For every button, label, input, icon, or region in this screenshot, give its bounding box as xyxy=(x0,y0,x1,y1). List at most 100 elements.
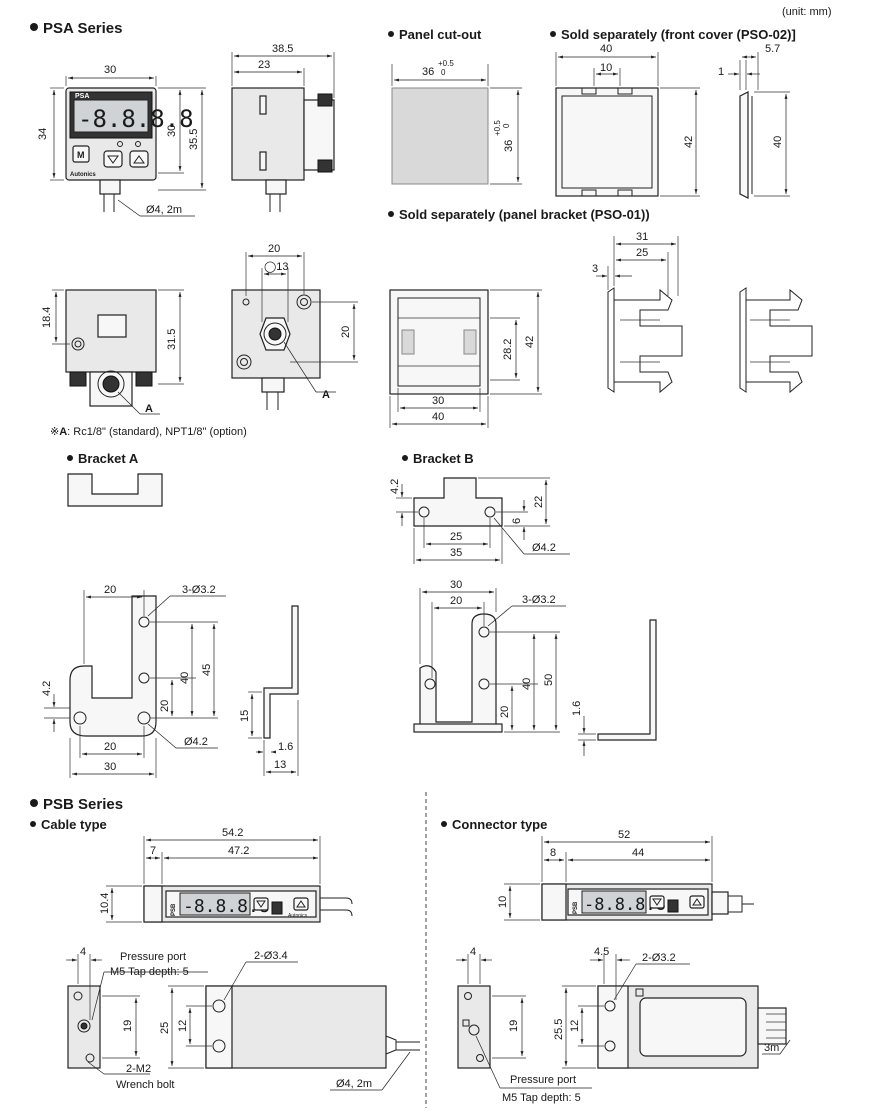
bracket-b: 4.2 22 6 25 35 Ø4.2 xyxy=(389,477,657,756)
hole-icon xyxy=(212,1039,226,1053)
front-cover-view: 40 10 42 5.7 1 40 xyxy=(555,43,790,199)
psb-conn-cap xyxy=(541,883,567,921)
dim-mount-height: 20 xyxy=(340,326,352,338)
up-triangle-icon xyxy=(296,900,306,908)
psa-up-button[interactable] xyxy=(129,150,149,168)
dim-bb-h3: 20 xyxy=(499,706,511,718)
hole-icon xyxy=(484,506,496,518)
bullet-icon xyxy=(67,454,73,461)
dim-bb-top-w1: 25 xyxy=(450,531,462,543)
hole-icon xyxy=(418,506,430,518)
psb-connector-side: 4 19 Pressure port M5 Tap depth: 5 xyxy=(456,946,592,1104)
psa-mode-button-label: M xyxy=(77,150,85,160)
hole-icon xyxy=(424,678,436,690)
bracket-b-side-profile xyxy=(597,619,657,741)
dim-psb-k-bh2: 12 xyxy=(569,1020,581,1032)
psa-side-port-block xyxy=(303,99,335,171)
front-cover-heading: Sold separately (front cover (PSO-02)] xyxy=(550,27,796,42)
dim-ba-side-w: 13 xyxy=(274,759,286,771)
leader-line xyxy=(87,1061,105,1075)
dim-cover-tab: 10 xyxy=(600,62,612,74)
dim-psb-c-body: 47.2 xyxy=(228,845,249,857)
down-triangle-icon xyxy=(256,900,266,908)
port-icon xyxy=(102,375,120,393)
dim-cutout-tol: +0.5 xyxy=(438,59,454,68)
cover-tab xyxy=(581,189,597,197)
psb-conn-down-button[interactable] xyxy=(649,895,665,909)
pin-icon xyxy=(635,988,644,997)
dim-ba-width: 20 xyxy=(104,584,116,596)
dim-cover-side-width: 5.7 xyxy=(765,43,780,55)
psb-conn-side-label: PSB xyxy=(573,901,579,914)
dim-ba-offset: 4.2 xyxy=(41,681,53,696)
down-triangle-icon xyxy=(107,155,119,164)
leader-line xyxy=(223,961,247,1001)
psb-cable-cap xyxy=(143,885,163,923)
bracket-a-top-profile xyxy=(67,473,163,507)
hole-icon xyxy=(73,711,87,725)
dim-bracket-w1: 30 xyxy=(432,395,444,407)
psb-cable-top: 2-Ø3.4 25 12 Ø4, 2m xyxy=(159,950,420,1091)
psa-side-body xyxy=(231,87,305,181)
screw-icon xyxy=(242,298,250,306)
dim-psb-k-body: 44 xyxy=(632,847,644,859)
psa-model-label: PSA xyxy=(75,93,89,100)
psa-side-gland xyxy=(265,179,287,195)
psb-conn-mode-button[interactable] xyxy=(667,899,679,913)
psb-cable-side: 4 Pressure port M5 Tap depth: 5 19 2-M2 … xyxy=(66,946,208,1091)
panel-bracket-view: 28.2 42 30 40 31 25 xyxy=(389,231,813,428)
dim-psb-k-total: 52 xyxy=(618,829,630,841)
psb-side-label: PSB xyxy=(171,903,177,916)
bracket-b-front xyxy=(419,613,497,731)
dim-cover-width: 40 xyxy=(600,43,612,55)
bullet-icon xyxy=(30,820,36,827)
leader-line xyxy=(381,1051,411,1091)
leader-line xyxy=(91,971,105,1021)
port-icon xyxy=(80,1022,88,1030)
psb-up-button[interactable] xyxy=(293,897,309,911)
bolt-icon xyxy=(85,1053,95,1063)
psa-front-view: PSA -8.8.8.8 M Autonics 30 34 xyxy=(37,64,206,217)
panel-cutout-heading: Panel cut-out xyxy=(388,27,481,42)
dim-psb-c-sh: 19 xyxy=(122,1020,134,1032)
psb-down-button[interactable] xyxy=(253,897,269,911)
port-icon xyxy=(97,370,125,398)
psa-down-button[interactable] xyxy=(103,150,123,168)
dim-cutout-height: 36 xyxy=(503,140,515,152)
psb-conn-lcd-digits: -8.8.8.8 xyxy=(584,895,666,915)
bullet-icon xyxy=(30,23,38,32)
screw-icon xyxy=(71,337,85,351)
bracket-side-profile xyxy=(607,287,683,394)
dim-bb-w2: 20 xyxy=(450,595,462,607)
dim-psb-k-holes: 2-Ø3.2 xyxy=(642,952,676,964)
screw-icon xyxy=(240,358,248,366)
dim-psb-k-off: 8 xyxy=(550,847,556,859)
dim-cable: Ø4, 2m xyxy=(146,204,182,216)
dim-psb-k-s: 4 xyxy=(470,946,476,958)
bracket-slot xyxy=(401,329,415,355)
leader-line xyxy=(117,391,141,415)
dim-psb-c-bh2: 12 xyxy=(177,1020,189,1032)
psa-lcd-digits: -8.8.8.8 xyxy=(78,105,194,133)
dim-back-h2: 31.5 xyxy=(166,329,178,350)
indicator-1-icon xyxy=(117,141,123,147)
psb-mode-button[interactable] xyxy=(271,901,283,915)
psb-connector-top: 4.5 2-Ø3.2 25.5 12 3m xyxy=(553,946,791,1069)
dim-bracket-side-w1: 31 xyxy=(636,231,648,243)
hole-icon xyxy=(138,672,150,684)
port-icon xyxy=(268,327,282,341)
bracket-a: 20 3-Ø3.2 40 45 20 4.2 Ø4.2 20 xyxy=(41,473,299,778)
bolt-icon xyxy=(464,992,472,1000)
psa-mode-button[interactable] xyxy=(72,145,90,163)
dim-mount-width: 20 xyxy=(268,243,280,255)
dim-psb-c-h: 10.4 xyxy=(99,893,111,914)
psb-cable-front: PSB -8.8.8.8 Autonics 54.2 7 47.2 10.4 xyxy=(99,827,353,923)
bracket-b-base xyxy=(413,723,503,733)
hole-icon xyxy=(138,616,150,628)
dim-bracket-h2: 42 xyxy=(524,336,536,348)
bullet-icon xyxy=(402,454,408,461)
psb-conn-up-button[interactable] xyxy=(689,895,705,909)
psb-cable xyxy=(320,897,353,917)
